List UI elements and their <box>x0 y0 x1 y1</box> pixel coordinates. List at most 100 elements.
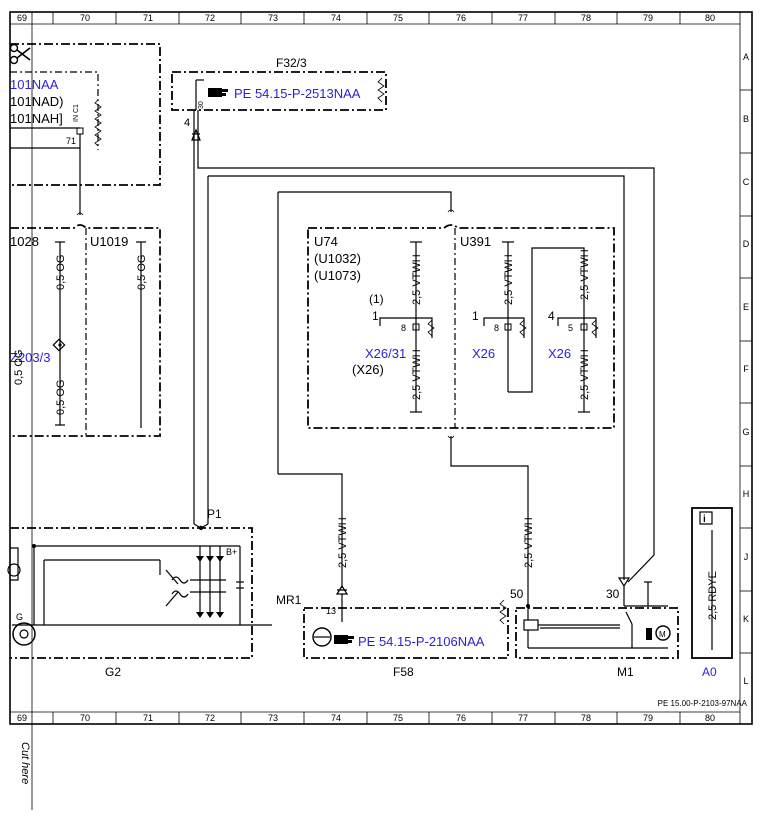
main-wires <box>193 110 655 606</box>
connector-z203-3 <box>52 338 66 352</box>
component-m1: M1 <box>617 665 634 679</box>
wire-label: 2,5 VTWH <box>411 349 423 400</box>
col-label: 80 <box>705 713 715 723</box>
label-u391: U391 <box>460 234 491 249</box>
row-letters: A B C D E F G H J K L <box>742 52 749 686</box>
row-label: H <box>743 489 750 499</box>
label-u1073: (U1073) <box>314 268 361 283</box>
label-u1019: U1019 <box>90 234 128 249</box>
pin-8b: 8 <box>494 323 499 333</box>
column-numbers-top: 69 70 71 72 73 74 75 76 77 78 79 80 <box>17 13 715 23</box>
col-label: 71 <box>143 13 153 23</box>
terminal-b-plus: B+ <box>226 547 237 557</box>
wire-label: 0,5 OG <box>136 255 148 290</box>
row-label: K <box>743 614 749 624</box>
left-upper-module: 101NAA 101NAD) 101NAH] IN C1 71 <box>9 43 161 216</box>
hand-pointer-icon <box>208 88 228 97</box>
row-label: F <box>743 364 749 374</box>
row-label: G <box>742 427 749 437</box>
connector-label-z203-3: Z203/3 <box>10 350 50 365</box>
col-label: 69 <box>17 13 27 23</box>
col-label: 79 <box>643 713 653 723</box>
wire-label: 2,5 VTWH <box>523 517 535 568</box>
col-label: 69 <box>17 713 27 723</box>
fuse-f58: 2,5 VTWH MR1 13 PE 54.15-P-2106NAA F58 <box>276 517 509 679</box>
row-label: D <box>743 239 750 249</box>
pin-1a: 1 <box>372 309 379 323</box>
fuse-reference-link[interactable]: PE 54.15-P-2513NAA <box>234 86 361 101</box>
connector-x26-b: X26 <box>472 346 495 361</box>
connector-x26-paren: (X26) <box>352 362 384 377</box>
col-label: 72 <box>205 713 215 723</box>
generator-g2: P1 B+ G <box>7 507 272 679</box>
row-label: A <box>743 52 749 62</box>
pin-4: 4 <box>548 309 555 323</box>
pin-71: 71 <box>66 136 76 146</box>
rectifier-diodes <box>190 546 226 618</box>
document-reference: PE 15.00-P-2103-97NAA <box>658 699 748 708</box>
ref-101naa: 101NAA <box>10 77 59 92</box>
wire-label: 2,5 VTWH <box>411 254 423 305</box>
info-icon: i <box>699 511 713 525</box>
col-label: 73 <box>268 713 278 723</box>
row-label: L <box>743 676 748 686</box>
col-label: 77 <box>518 713 528 723</box>
col-label: 72 <box>205 13 215 23</box>
row-label: C <box>743 177 750 187</box>
f58-reference-link[interactable]: PE 54.15-P-2106NAA <box>358 634 485 649</box>
label-u74: U74 <box>314 234 338 249</box>
component-g2: G2 <box>105 665 121 679</box>
component-a0: A0 <box>702 665 717 679</box>
pin-label-in-c1: IN C1 <box>73 104 80 122</box>
pin-8a: 8 <box>401 323 406 333</box>
col-label: 78 <box>581 713 591 723</box>
stator-coil <box>165 569 189 607</box>
label-1028: 1028 <box>10 234 39 249</box>
left-middle-module: 1028 U1019 0,5 OG 0,5 OG Z203/3 0,5 OG 0… <box>10 224 161 437</box>
wire-label: 0,5 OG <box>55 380 67 415</box>
svg-text:i: i <box>703 514 706 525</box>
col-label: 74 <box>331 713 341 723</box>
pin-30: 30 <box>198 101 205 109</box>
pin-13: 13 <box>326 606 336 616</box>
wire-label: 2,5 VTWH <box>579 349 591 400</box>
ref-101nad: 101NAD) <box>10 94 63 109</box>
drawing-frame <box>9 11 753 725</box>
column-numbers-bottom: 69 70 71 72 73 74 75 76 77 78 79 80 <box>17 713 715 723</box>
col-label: 76 <box>456 13 466 23</box>
pin-1b: 1 <box>472 309 479 323</box>
col-label: 79 <box>643 13 653 23</box>
svg-text:M: M <box>659 630 666 639</box>
wire-label: 2,5 RDYE <box>707 571 719 620</box>
col-label: 80 <box>705 13 715 23</box>
fuse-f32-3: F32/3 30 PE 54.15-P-2513NAA 4 <box>171 56 387 141</box>
row-label: J <box>744 552 749 562</box>
component-f58: F58 <box>393 665 414 679</box>
relay-symbol <box>312 627 332 647</box>
instrument-a0: i 2,5 RDYE A0 <box>691 507 733 679</box>
hand-pointer-icon <box>334 635 354 644</box>
middle-module: U74 (U1032) (U1073) U391 (1) 2,5 VTWH 2,… <box>307 224 615 429</box>
wire-label: 2,5 VTWH <box>337 517 349 568</box>
fuse-name: F32/3 <box>276 56 307 70</box>
col-label: 75 <box>393 13 403 23</box>
col-label: 77 <box>518 13 528 23</box>
col-label: 71 <box>143 713 153 723</box>
generator-symbol <box>12 622 36 646</box>
connector-x26-31: X26/31 <box>365 346 406 361</box>
col-label: 78 <box>581 13 591 23</box>
col-label: 73 <box>268 13 278 23</box>
pin-4: 4 <box>184 117 190 129</box>
label-paren-1: (1) <box>369 292 384 306</box>
pin-5: 5 <box>568 323 573 333</box>
ref-101nah: 101NAH] <box>10 111 63 126</box>
pin-30: 30 <box>606 587 620 601</box>
pin-50: 50 <box>510 587 524 601</box>
pin-p1: P1 <box>207 507 222 521</box>
label-mr1: MR1 <box>276 593 302 607</box>
row-label: E <box>743 302 749 312</box>
label-u1032: (U1032) <box>314 251 361 266</box>
wire-label: 2,5 VTWH <box>503 254 515 305</box>
wire-label: 0,5 OG <box>13 350 25 385</box>
